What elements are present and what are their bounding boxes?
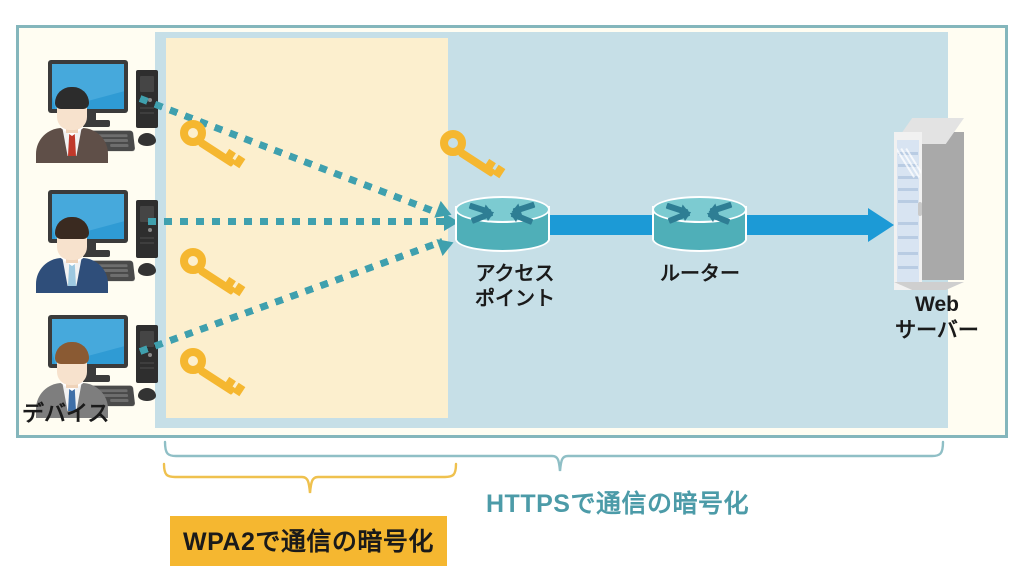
monitor-stand-icon [80, 368, 96, 377]
web-server-label: Web サーバー [872, 292, 1002, 344]
device-workstation-2 [22, 188, 162, 293]
monitor-base-icon [66, 375, 110, 382]
web-server-label-line2: サーバー [895, 319, 979, 343]
monitor-base-icon [66, 120, 110, 127]
person-avatar-1 [36, 84, 108, 163]
pc-tower-slot-icon [140, 76, 154, 92]
https-span-bracket [163, 440, 945, 472]
monitor-base-icon [66, 250, 110, 257]
person-tie [68, 130, 76, 156]
access-point-label: アクセス ポイント [440, 262, 590, 312]
wpa2-encryption-zone [166, 38, 448, 418]
pc-vent-line-icon [140, 242, 154, 244]
device-workstation-3 [22, 313, 162, 418]
person-hair [55, 342, 89, 364]
pc-power-led-icon [148, 228, 152, 232]
key-icon [180, 348, 246, 400]
pc-vent-line-icon [140, 107, 154, 109]
mouse-icon [138, 263, 156, 276]
key-icon [440, 130, 506, 182]
wireless-link-2 [148, 213, 468, 231]
person-hair [55, 217, 89, 239]
https-encryption-label: HTTPSで通信の暗号化 [486, 490, 749, 518]
pc-vent-line-icon [140, 367, 154, 369]
person-avatar-3 [36, 339, 108, 418]
node-top-surface [455, 196, 550, 223]
pc-power-led-icon [148, 353, 152, 357]
devices-group-label: デバイス [22, 401, 110, 426]
monitor-stand-icon [80, 113, 96, 122]
mouse-icon [138, 388, 156, 401]
pc-vent-line-icon [140, 362, 154, 364]
monitor-stand-icon [80, 243, 96, 252]
node-top-surface [652, 196, 747, 223]
access-point-label-line2: ポイント [475, 287, 555, 310]
web-server-rack-icon [886, 118, 978, 290]
access-point-label-line1: アクセス [475, 263, 555, 285]
person-tie [68, 260, 76, 286]
server-glass-reflection [897, 148, 921, 228]
server-door-handle-icon [918, 202, 922, 216]
mouse-icon [138, 133, 156, 146]
access-point-node [455, 196, 550, 254]
router-label: ルーター [660, 263, 740, 285]
wpa2-encryption-label: WPA2で通信の暗号化 [170, 516, 447, 566]
person-avatar-2 [36, 214, 108, 293]
link-router-to-server [730, 215, 870, 235]
router-node [652, 196, 747, 254]
device-workstation-1 [22, 58, 162, 163]
server-base-panel [894, 282, 964, 290]
arrowhead-icon [436, 233, 457, 257]
pc-vent-line-icon [140, 237, 154, 239]
pc-vent-line-icon [140, 112, 154, 114]
key-icon [180, 248, 246, 300]
link-ap-to-router [530, 215, 660, 235]
wpa2-span-bracket [162, 462, 458, 494]
key-icon [180, 120, 246, 172]
arrowhead-icon [868, 208, 894, 242]
web-server-label-line1: Web [915, 293, 959, 316]
person-hair [55, 87, 89, 109]
person-tie [68, 385, 76, 411]
